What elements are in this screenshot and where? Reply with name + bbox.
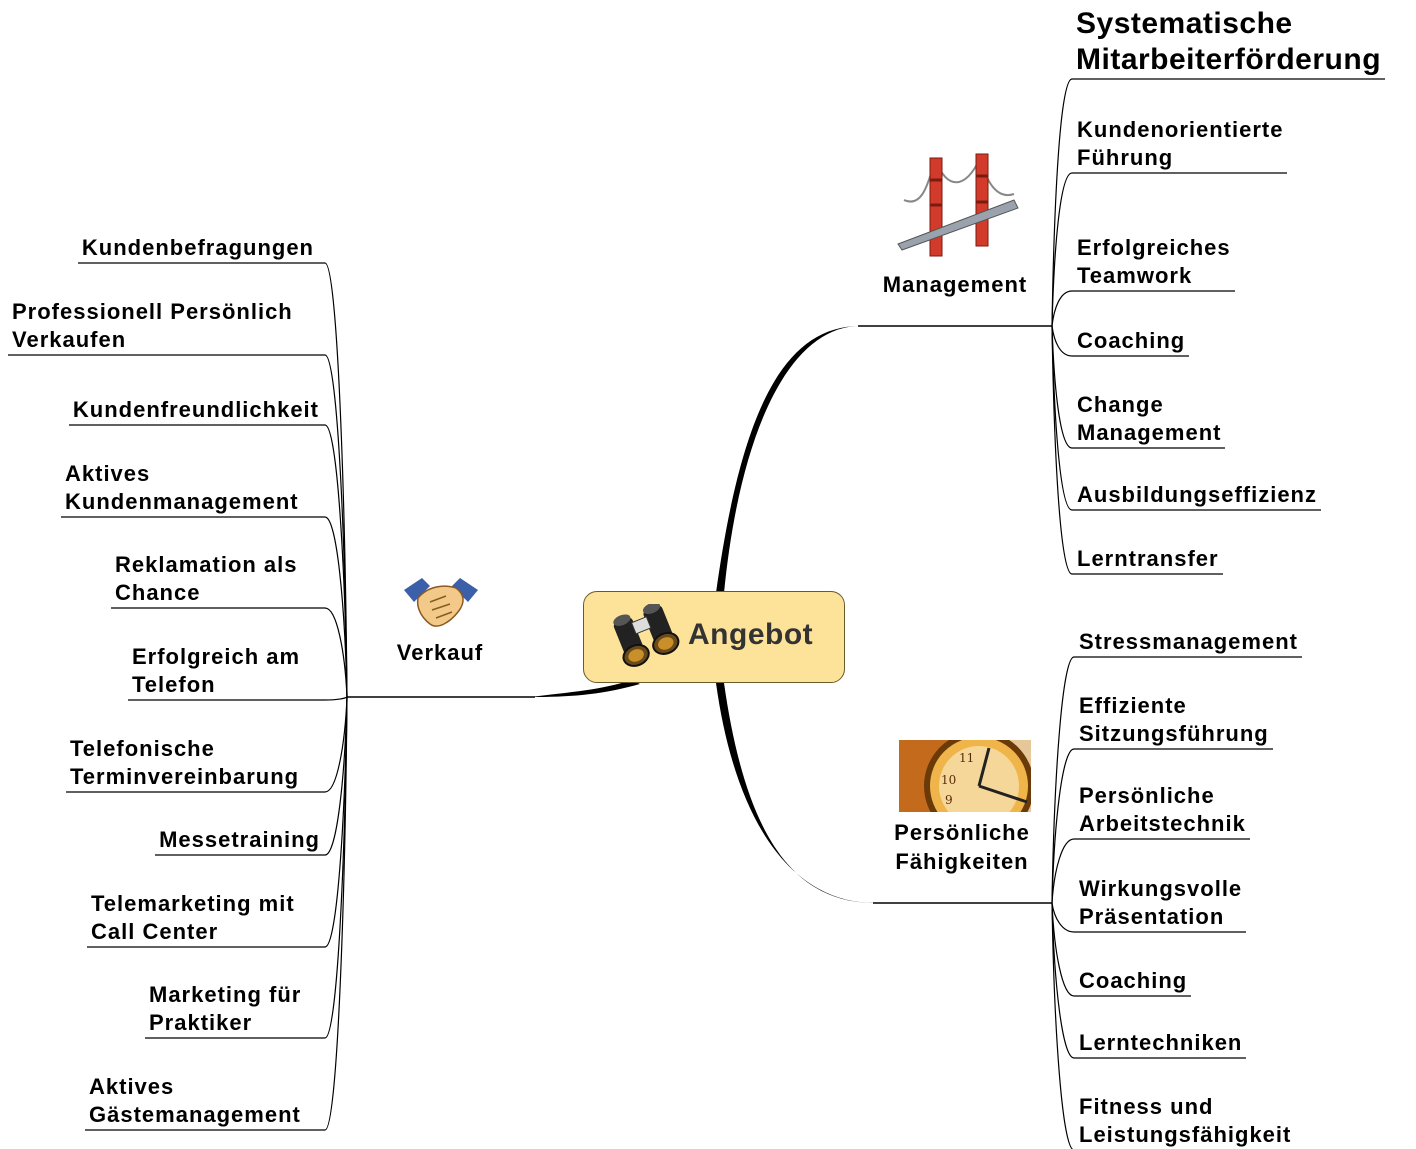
branch-label-faehigkeiten[interactable]: Persönliche Fähigkeiten — [894, 820, 1030, 874]
leaf-management-1[interactable]: Systematische Mitarbeiterförderung — [1076, 7, 1382, 76]
leaf-connector-management-1 — [1051, 78, 1385, 327]
leaf-verkauf-1[interactable]: Kundenbefragungen — [81, 235, 314, 260]
svg-text:9: 9 — [945, 793, 953, 807]
leaf-connector-verkauf-11 — [85, 696, 348, 1131]
leaf-connector-management-2 — [1051, 172, 1287, 327]
leaf-connector-faehigkeiten-1 — [1051, 656, 1302, 904]
leaf-faehigkeiten-7[interactable]: Fitness und Leistungsfähigkeit — [1079, 1094, 1292, 1147]
handshake-icon — [404, 578, 478, 627]
branch-label-management[interactable]: Management — [882, 272, 1028, 297]
leaf-connector-management-3 — [1051, 290, 1235, 327]
branch-connector-management — [716, 326, 860, 593]
leaf-verkauf-2[interactable]: Professionell Persönlich Verkaufen — [12, 299, 293, 352]
leaf-connector-faehigkeiten-2 — [1051, 748, 1273, 904]
leaf-verkauf-5[interactable]: Reklamation als Chance — [115, 552, 298, 605]
leaf-faehigkeiten-3[interactable]: Persönliche Arbeitstechnik — [1079, 783, 1246, 836]
leaf-faehigkeiten-6[interactable]: Lerntechniken — [1079, 1030, 1243, 1055]
leaf-connector-verkauf-4 — [61, 516, 348, 698]
leaf-connector-faehigkeiten-3 — [1051, 838, 1250, 904]
central-topic-label: Angebot — [688, 618, 814, 651]
leaf-faehigkeiten-1[interactable]: Stressmanagement — [1079, 629, 1298, 654]
leaf-connector-management-7 — [1051, 325, 1223, 575]
leaf-verkauf-4[interactable]: Aktives Kundenmanagement — [65, 461, 299, 514]
leaf-verkauf-8[interactable]: Messetraining — [159, 827, 320, 852]
central-topic[interactable]: Angebot — [583, 591, 845, 683]
leaf-management-2[interactable]: Kundenorientierte Führung — [1077, 117, 1284, 170]
leaf-faehigkeiten-2[interactable]: Effiziente Sitzungsführung — [1079, 693, 1269, 746]
binoculars-icon — [613, 604, 680, 667]
leaf-management-4[interactable]: Coaching — [1077, 328, 1186, 353]
leaf-verkauf-7[interactable]: Telefonische Terminvereinbarung — [70, 736, 300, 789]
leaf-management-5[interactable]: Change Management — [1077, 392, 1222, 445]
leaf-faehigkeiten-4[interactable]: Wirkungsvolle Präsentation — [1079, 876, 1243, 929]
branch-connector-faehigkeiten — [716, 683, 875, 903]
leaf-faehigkeiten-5[interactable]: Coaching — [1079, 968, 1188, 993]
clock-icon: 10 11 9 — [899, 740, 1031, 812]
branch-label-verkauf[interactable]: Verkauf — [396, 640, 484, 665]
leaf-connector-management-4 — [1051, 325, 1189, 357]
leaf-management-3[interactable]: Erfolgreiches Teamwork — [1077, 235, 1231, 288]
leaf-verkauf-11[interactable]: Aktives Gästemanagement — [89, 1074, 301, 1127]
leaf-management-6[interactable]: Ausbildungseffizienz — [1077, 482, 1317, 507]
leaf-verkauf-9[interactable]: Telemarketing mit Call Center — [91, 891, 295, 944]
leaf-verkauf-10[interactable]: Marketing für Praktiker — [149, 982, 302, 1035]
leaf-connector-verkauf-6 — [128, 696, 348, 701]
leaf-connector-verkauf-3 — [69, 424, 348, 698]
leaf-connector-faehigkeiten-4 — [1051, 902, 1246, 933]
bridge-icon — [897, 153, 1019, 257]
svg-text:11: 11 — [959, 751, 974, 765]
leaf-connector-verkauf-5 — [111, 607, 348, 698]
leaf-connector-faehigkeiten-7 — [1051, 902, 1074, 1149]
svg-text:10: 10 — [941, 773, 956, 787]
leaf-management-7[interactable]: Lerntransfer — [1077, 546, 1219, 571]
leaf-verkauf-3[interactable]: Kundenfreundlichkeit — [72, 397, 319, 422]
leaf-verkauf-6[interactable]: Erfolgreich am Telefon — [132, 644, 301, 697]
